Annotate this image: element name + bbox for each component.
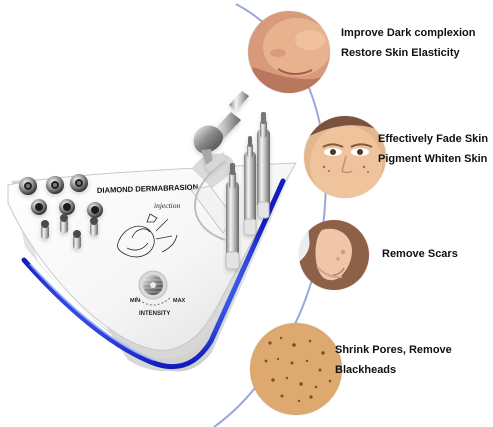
intensity-knob[interactable]: [135, 270, 172, 306]
tip-9: [73, 230, 81, 249]
benefit-text: Remove Scars: [382, 244, 493, 264]
benefit-line: Shrink Pores, Remove: [335, 344, 452, 356]
benefit-line: Pigment Whiten Skin: [378, 153, 488, 165]
face-cheek-icon: [248, 11, 330, 93]
benefit-line: Blackheads: [335, 364, 397, 376]
handpiece-cable: [193, 170, 226, 241]
intensity-label: INTENSITY: [139, 311, 170, 317]
face-profile-icon: [299, 220, 369, 290]
benefit-item: Effectively Fade Skin Pigment Whiten Ski…: [240, 103, 493, 198]
device-side-panel: [12, 163, 296, 372]
diamond-wand-tall[interactable]: [257, 112, 270, 219]
tip-1: [19, 177, 37, 195]
knob-max-label: MAX: [173, 298, 186, 304]
tip-2: [46, 176, 64, 194]
diamond-tip-set: [19, 174, 103, 249]
face-line-art: [117, 213, 178, 258]
benefit-line: Remove Scars: [382, 248, 458, 260]
benefit-item: Remove Scars: [240, 220, 493, 315]
tip-10: [90, 217, 98, 236]
benefit-item: Improve Dark complexion Restore Skin Ela…: [240, 11, 493, 106]
face-cheek-photo: [248, 11, 330, 93]
benefit-line: Effectively Fade Skin: [378, 133, 489, 145]
benefit-text: Improve Dark complexion Restore Skin Ela…: [341, 23, 493, 63]
benefit-item: Shrink Pores, Remove Blackheads: [240, 322, 493, 417]
tip-6: [87, 202, 103, 218]
benefit-line: Improve Dark complexion: [341, 27, 476, 39]
diamond-wand-front[interactable]: [225, 163, 240, 270]
device-blue-light-strip: [21, 178, 286, 370]
injection-label: injection: [154, 201, 180, 210]
face-eyes-icon: [304, 116, 386, 198]
pores-macro-photo: [250, 323, 342, 415]
knob-min-label: MIN: [130, 298, 140, 304]
device-lower-glow: [29, 263, 155, 361]
face-profile-photo: [299, 220, 369, 290]
face-eyes-photo: [304, 116, 386, 198]
tip-4: [31, 199, 47, 215]
benefit-line: Restore Skin Elasticity: [341, 47, 460, 59]
spray-handpiece[interactable]: [193, 91, 249, 172]
benefit-text: Effectively Fade Skin Pigment Whiten Ski…: [378, 129, 493, 169]
tip-8: [60, 214, 68, 233]
device-brand-label: DIAMOND DERMABRASION: [97, 182, 199, 195]
tip-5: [59, 199, 75, 215]
tip-3: [70, 174, 88, 192]
diamond-wand-middle[interactable]: [243, 136, 257, 236]
tip-7: [41, 220, 49, 239]
pores-macro-icon: [250, 323, 342, 415]
benefit-text: Shrink Pores, Remove Blackheads: [335, 340, 487, 380]
